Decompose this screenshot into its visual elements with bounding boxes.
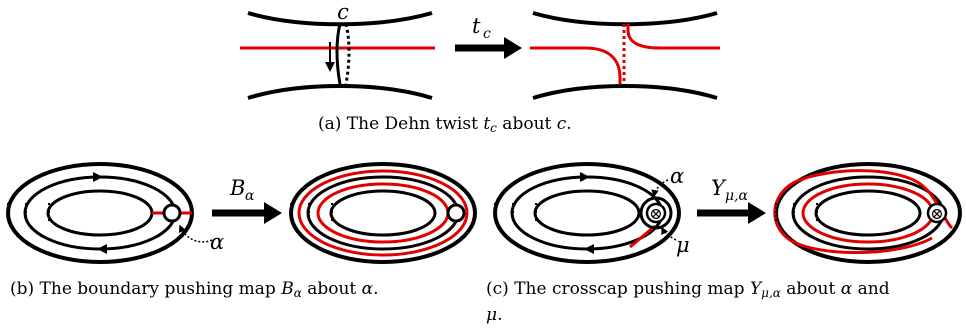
panel-a-right-annulus <box>530 11 720 100</box>
crosscap <box>926 202 948 224</box>
arrow-sub-mu-alpha: μ,α <box>725 188 749 204</box>
red-pushed-curve-2 <box>773 169 954 255</box>
panel-c-left-surface: ⊗ α μ <box>493 162 690 264</box>
red-pushed-curve-2 <box>297 169 469 257</box>
arrow-sub-alpha: α <box>245 188 255 204</box>
label-alpha: α <box>670 164 684 188</box>
boundary-hole <box>162 203 182 223</box>
red-pushed-curve <box>801 182 935 244</box>
panel-b-left-surface: α <box>6 162 224 264</box>
crosscap <box>645 202 667 224</box>
svg-text:⊗: ⊗ <box>930 204 943 223</box>
svg-text:(c) The crosscap pushing map: (c) The crosscap pushing map Yμ,α about … <box>486 279 890 300</box>
svg-text:(a) The Dehn twist tc about c: (a) The Dehn twist tc about c. <box>318 114 572 135</box>
svg-text:μ.: μ. <box>486 305 502 325</box>
caption-c: (c) The crosscap pushing map Yμ,α about … <box>486 279 890 325</box>
annulus-bottom-edge <box>532 84 718 100</box>
alpha-loop <box>639 196 673 230</box>
inner-loop <box>46 189 154 237</box>
caption-b: (b) The boundary pushing map Bα about α. <box>10 279 379 300</box>
twisted-red-arc <box>530 46 622 84</box>
label-mu: μ <box>676 233 690 257</box>
arrow-label-Y: Y <box>711 176 727 200</box>
curve-c-back <box>344 23 351 85</box>
dehn-twist-arrow: t c <box>455 14 522 59</box>
arrow-label-t: t <box>472 14 481 38</box>
curve-c-front <box>335 23 342 85</box>
panel-a-left-annulus: c <box>240 0 435 100</box>
caption-a: (a) The Dehn twist tc about c. <box>318 114 572 135</box>
crosscap-glyph: ⊗ <box>649 204 662 223</box>
red-pushed-curve <box>316 182 450 244</box>
label-alpha: α <box>210 230 224 254</box>
annulus-top-edge <box>532 11 718 27</box>
twisted-red-arc-2 <box>626 24 720 50</box>
svg-text:(b) The boundary pushing map: (b) The boundary pushing map Bα about α. <box>10 279 379 300</box>
red-arc <box>629 224 656 249</box>
crosscap-push-arrow: Y μ,α <box>697 176 766 224</box>
panel-c-right-surface: ⊗ <box>773 162 962 264</box>
arrow-label-B: B <box>229 176 245 200</box>
annulus-bottom-edge <box>247 84 433 100</box>
panel-b-right-surface <box>289 162 477 264</box>
label-c: c <box>337 0 349 24</box>
arrow-sub-c: c <box>483 26 491 42</box>
boundary-push-arrow: B α <box>212 176 282 224</box>
